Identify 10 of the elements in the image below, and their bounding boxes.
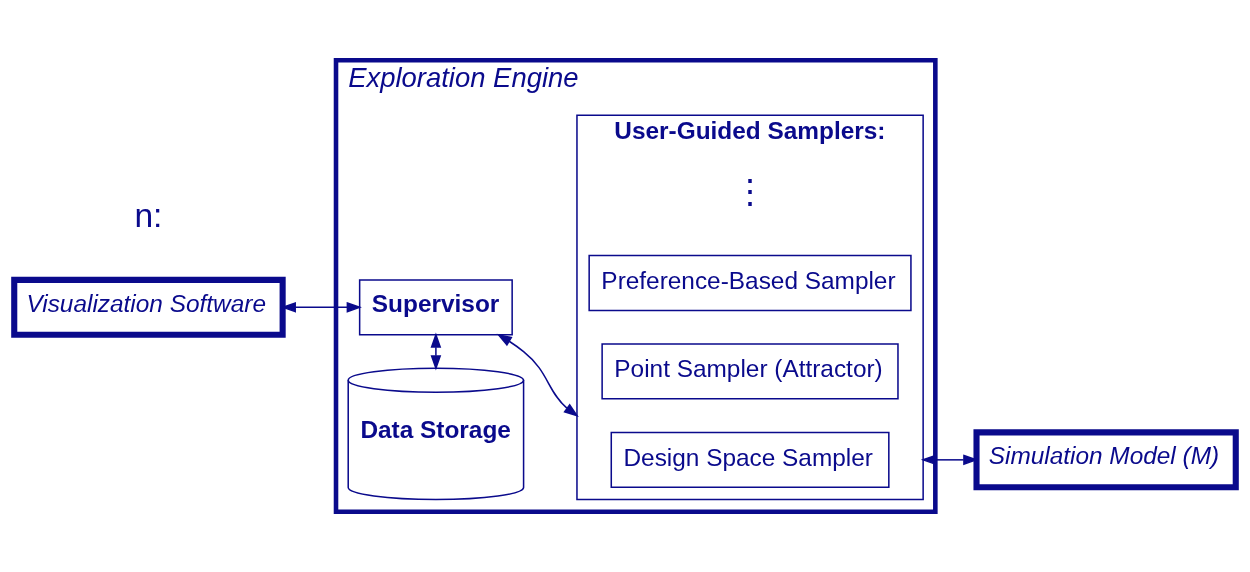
arrow [430, 332, 442, 371]
node-box: Preference-Based Sampler [588, 254, 912, 312]
node-box: Simulation Model (M) [973, 429, 1239, 491]
arrow [496, 333, 579, 417]
node-box: Design Space Sampler [610, 431, 890, 489]
label: ⋮ [733, 173, 768, 211]
label: n: [134, 197, 163, 235]
node-box: Point Sampler (Attractor) [601, 343, 899, 400]
node-box: Supervisor [358, 279, 513, 336]
node-box: Visualization Software [11, 276, 286, 338]
